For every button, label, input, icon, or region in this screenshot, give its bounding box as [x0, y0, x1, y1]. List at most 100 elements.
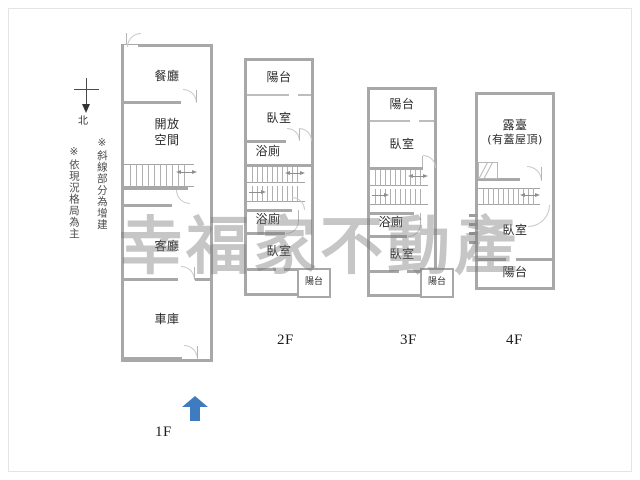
room-label-balcony-small-2f: 陽台	[304, 277, 323, 287]
stairs-direction-arrow-1f	[192, 169, 197, 174]
stairs-direction-arrow-upper2-2f	[285, 170, 290, 175]
room-label-living-room: 客廳	[154, 239, 180, 253]
stairs-direction-line-upper-2f	[288, 173, 301, 174]
stairs-direction-arrow-upper-3f	[423, 173, 428, 178]
wall-living-garage	[124, 278, 178, 281]
stairs-direction-line-upper-3f	[411, 176, 424, 177]
room-label-bedroom-4f: 臥室	[502, 223, 528, 237]
door-leaf-bedroom-lower-2f	[298, 210, 300, 221]
hatch-mark-1-4f	[469, 214, 478, 217]
compass-north-indicator: 北	[62, 78, 114, 130]
door-leaf-terrace-4f	[541, 167, 543, 180]
wall-bath-bedroom-lower-2f	[247, 232, 285, 235]
floor-caption-2f: 2F	[277, 332, 294, 348]
door-leaf-garage-bottom	[197, 346, 199, 358]
wall-stairs-landing-1f	[124, 187, 188, 190]
outer-wall-balcony-small-2f	[297, 268, 331, 298]
door-leaf-garage-upper	[194, 267, 196, 279]
stairs-4f	[478, 188, 540, 205]
room-label-bedroom-top-2f: 臥室	[266, 111, 292, 125]
stairs-direction-line-4f	[523, 195, 536, 196]
hatch-mark-3-4f	[469, 232, 478, 235]
stairs-direction-arrow2-4f	[520, 192, 525, 197]
stairs-direction-line-lower-2f	[249, 192, 262, 193]
room-label-terrace-line1-4f: 露臺	[502, 118, 528, 132]
wall-balcony-bedroom-2f	[247, 94, 289, 97]
stairs-direction-arrow-lower-3f	[384, 192, 389, 197]
room-label-balcony-top-3f: 陽台	[389, 97, 415, 111]
compass-horizontal-line	[74, 89, 99, 91]
room-label-bedroom-bottom-3f: 臥室	[389, 247, 415, 261]
stairs-1f	[124, 164, 194, 187]
note-actual-layout: ※依現況格局為主	[67, 146, 80, 240]
room-label-balcony-small-3f: 陽台	[427, 277, 446, 287]
note-extension-hatching: ※斜線部分為增建	[95, 137, 108, 231]
wall-stairs-bath-lower-2f	[247, 209, 292, 212]
stairs-lower-2f	[247, 186, 305, 202]
room-label-bedroom-top-3f: 臥室	[389, 137, 415, 151]
floor-plan-4f: 露臺 (有蓋屋頂) 臥室 陽台	[469, 92, 555, 290]
room-label-bedroom-bottom-2f: 臥室	[266, 244, 292, 258]
stairs-upper-2f	[247, 167, 305, 183]
floor-caption-1f: 1F	[155, 424, 172, 440]
room-label-bathroom-3f: 浴廁	[378, 215, 404, 229]
compass-arrow-icon	[82, 104, 90, 113]
wall-bath-stairs-2f	[247, 164, 311, 167]
wall-bottom-2f-left	[247, 268, 276, 271]
room-label-dining-room: 餐廳	[154, 69, 180, 83]
entrance-arrow-icon	[182, 396, 208, 421]
room-label-balcony-top-2f: 陽台	[266, 70, 292, 84]
floor-plan-2f: 陽台 臥室 浴廁 浴廁 臥室	[244, 58, 314, 296]
wall-balcony-bedroom-2f-right	[298, 94, 311, 97]
stairs-direction-arrow-lower-2f	[261, 189, 266, 194]
wall-bedroom-balcony-4f-right	[516, 258, 552, 261]
stairs-direction-arrow-4f	[535, 192, 540, 197]
compass-north-label: 北	[78, 116, 88, 127]
floor-caption-3f: 3F	[400, 332, 417, 348]
wall-bedroom-bath-2f	[247, 140, 286, 143]
stairs-direction-arrow2-1f	[176, 169, 181, 174]
door-leaf-dining-right	[196, 90, 198, 102]
stairs-direction-arrow-upper-2f	[300, 170, 305, 175]
hatch-mark-2-4f	[469, 223, 478, 226]
wall-dining-open	[124, 101, 181, 104]
stairs-direction-line-1f	[179, 172, 193, 173]
stairs-upper-3f	[370, 170, 428, 186]
room-label-bathroom-lower-2f: 浴廁	[255, 212, 281, 226]
room-label-bathroom-upper-2f: 浴廁	[255, 144, 281, 158]
room-label-open-space-line1: 開放	[154, 117, 180, 131]
stairs-direction-arrow-upper2-3f	[408, 173, 413, 178]
wall-hall-1f	[124, 204, 172, 207]
door-leaf-dining-top	[126, 33, 128, 45]
wall-bedroom-stairs-3f	[370, 167, 423, 170]
wall-terrace-stairs-4f	[478, 178, 520, 181]
wall-bottom-3f-left	[370, 270, 399, 273]
floor-caption-4f: 4F	[506, 332, 523, 348]
wall-living-garage-right	[195, 278, 210, 281]
storage-box-4f	[478, 162, 498, 179]
wall-balcony-bedroom-3f-right	[419, 120, 434, 123]
wall-stairs-bath-3f	[370, 212, 414, 215]
room-label-garage: 車庫	[154, 312, 180, 326]
wall-bath-bedroom-3f	[370, 235, 407, 238]
door-leaf-bedroom-top-3f	[422, 156, 424, 167]
wall-garage-bottom	[124, 357, 182, 360]
door-leaf-bedroom-bottom-3f	[420, 213, 422, 224]
balcony-small-3f: 陽台	[420, 268, 454, 298]
hatch-mark-4-4f	[469, 241, 478, 244]
outer-wall-1f	[121, 44, 213, 362]
room-label-balcony-bottom-4f: 陽台	[502, 265, 528, 279]
stairs-direction-line-lower-3f	[372, 195, 385, 196]
floor-plan-3f: 陽台 臥室 浴廁 臥室	[367, 87, 437, 297]
wall-balcony-bedroom-3f	[370, 120, 410, 123]
room-label-open-space-line2: 空間	[154, 133, 180, 147]
balcony-small-2f: 陽台	[297, 268, 331, 298]
room-label-terrace-line2-4f: (有蓋屋頂)	[487, 133, 543, 146]
outer-wall-2f	[244, 58, 314, 296]
outer-wall-balcony-small-3f	[420, 268, 454, 298]
wall-bedroom-balcony-4f-left	[478, 258, 506, 261]
compass-vertical-line	[86, 78, 88, 108]
stairs-lower-3f	[370, 189, 428, 205]
floor-plan-1f: 餐廳 開放 空間 客廳 車庫	[121, 33, 213, 362]
